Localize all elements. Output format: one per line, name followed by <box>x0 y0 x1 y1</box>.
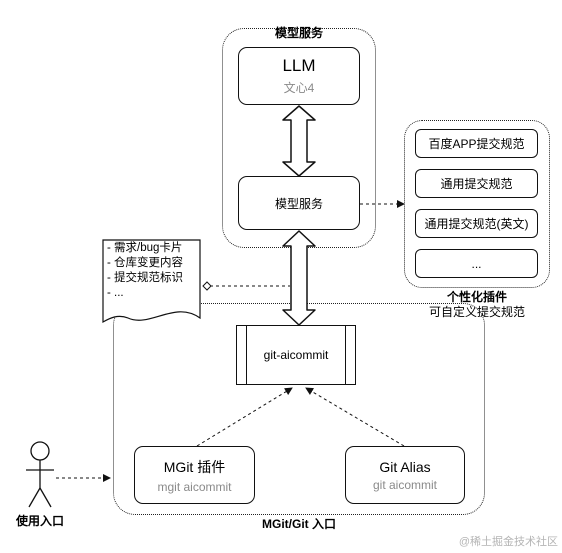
note-shape <box>102 239 201 324</box>
mgit-plugin-title: MGit 插件 <box>163 458 226 475</box>
note-line: - 提交规范标识 <box>107 272 184 284</box>
plugin-item[interactable]: 通用提交规范 <box>415 169 538 198</box>
git-aicommit-label: git-aicommit <box>263 348 329 362</box>
plugin-item-label: 百度APP提交规范 <box>428 137 525 151</box>
user-label: 使用入口 <box>15 514 64 528</box>
plugin-item[interactable]: 通用提交规范(英文) <box>415 209 538 238</box>
llm-subtitle: 文心4 <box>283 81 315 95</box>
llm-service-double-arrow <box>282 105 316 177</box>
entry-group-title: MGit/Git 入口 <box>262 517 336 531</box>
git-alias-subtitle: git aicommit <box>372 477 437 492</box>
note-line: - 需求/bug卡片 <box>107 242 183 254</box>
git-aicommit-inner-left <box>246 325 247 385</box>
plugin-item[interactable]: 百度APP提交规范 <box>415 129 538 158</box>
note-text: - 需求/bug卡片 - 仓库变更内容 - 提交规范标识 - ... <box>107 241 199 301</box>
note-line: - ... <box>107 287 124 299</box>
plugin-item[interactable]: ... <box>415 249 538 278</box>
alias-to-core-arrow <box>305 387 405 447</box>
watermark: @稀土掘金技术社区 <box>458 536 558 548</box>
user-figure <box>26 441 54 508</box>
plugins-caption-title: 个性化插件 <box>446 290 507 304</box>
note-connector-diamond <box>202 281 212 291</box>
git-aicommit-inner-right <box>345 325 346 385</box>
model-service-group-title: 模型服务 <box>274 26 323 40</box>
service-core-double-arrow <box>282 230 316 326</box>
plugin-item-label: 通用提交规范(英文) <box>424 217 529 231</box>
plugin-item-label: ... <box>471 256 482 271</box>
git-aicommit-box[interactable]: git-aicommit <box>236 325 356 385</box>
git-alias-title: Git Alias <box>379 458 431 475</box>
mgit-to-core-arrow <box>196 387 293 447</box>
llm-box[interactable]: LLM 文心4 <box>238 47 360 105</box>
plugin-item-label: 通用提交规范 <box>440 177 513 191</box>
llm-title: LLM <box>282 56 316 75</box>
git-alias-box[interactable]: Git Alias git aicommit <box>345 446 465 504</box>
model-service-label: 模型服务 <box>274 196 323 211</box>
mgit-plugin-subtitle: mgit aicommit <box>157 479 232 494</box>
note-line: - 仓库变更内容 <box>107 257 184 269</box>
mgit-plugin-box[interactable]: MGit 插件 mgit aicommit <box>134 446 255 504</box>
